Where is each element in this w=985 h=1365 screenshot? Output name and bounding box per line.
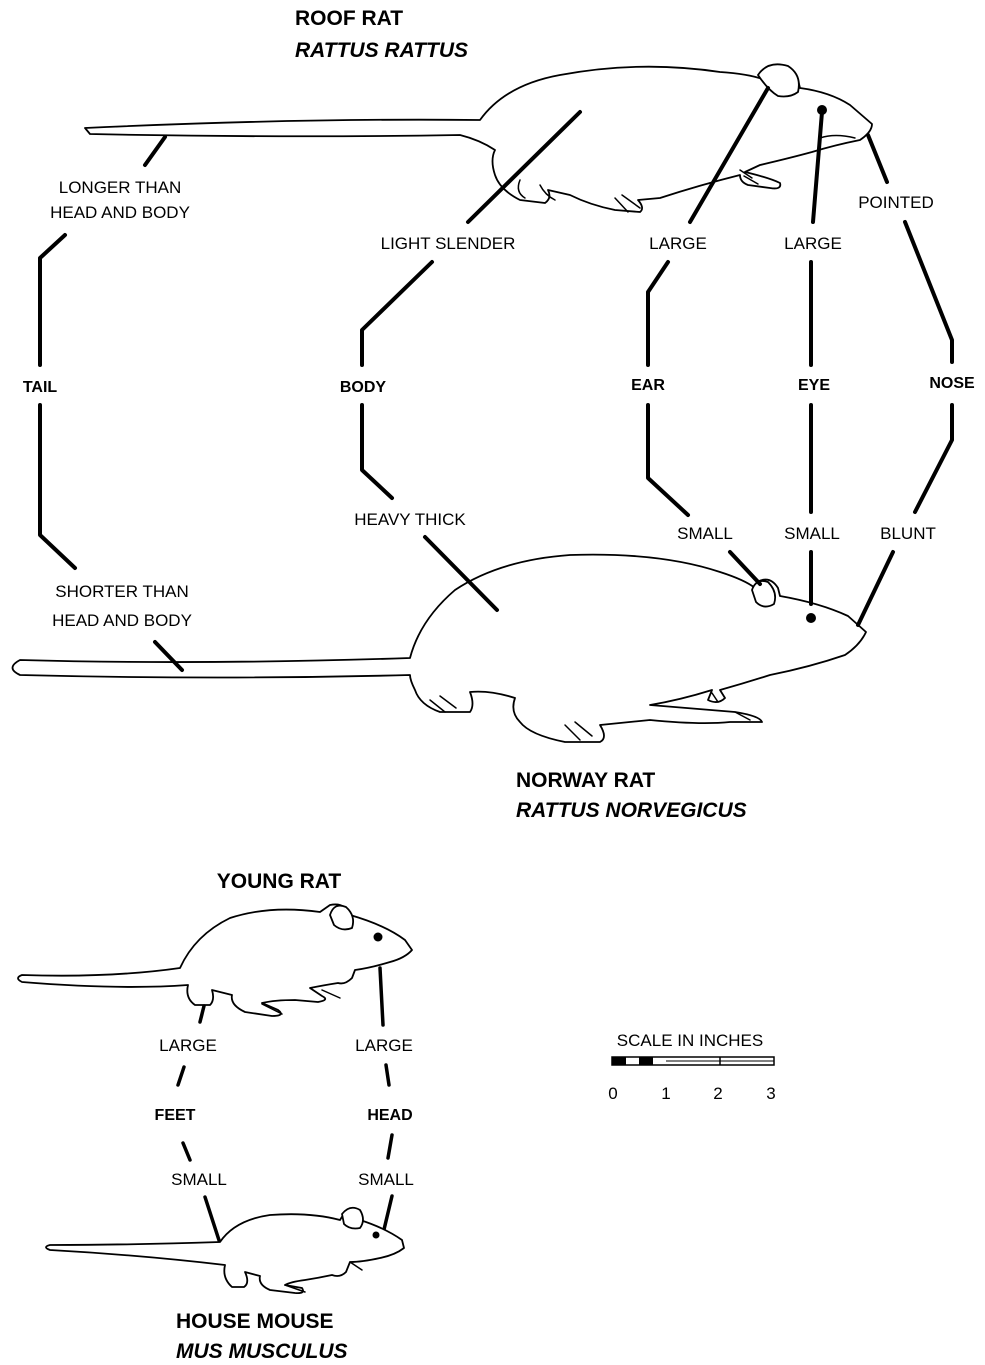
feet-lower-connector-line (181, 1141, 192, 1162)
ear-upper-connector-line (646, 260, 670, 367)
head-lower-connector-line (386, 1133, 394, 1160)
feet-upper-connector-line (176, 1065, 186, 1087)
nose-roof-leader-line (866, 133, 889, 184)
nose-lower-connector-line (913, 403, 954, 514)
ear-norway-label: SMALL (677, 524, 733, 543)
body-roof-label: LIGHT SLENDER (381, 234, 516, 253)
norway-rat-illustration (11, 553, 867, 743)
scale-segment-2 (639, 1057, 653, 1065)
nose-upper-connector-line (903, 220, 954, 364)
eye-trait-label: EYE (798, 377, 830, 394)
ear-trait-label: EAR (631, 377, 665, 394)
tail-norway-leader-line (153, 640, 184, 672)
tail-roof-label-line2: HEAD AND BODY (50, 203, 190, 222)
tail-roof-label-line1: LONGER THAN (59, 178, 182, 197)
ear-norway-leader-line (728, 550, 762, 586)
scale-label-0: 0 (608, 1084, 617, 1103)
scale-title: SCALE IN INCHES (617, 1031, 763, 1050)
roof-rat-name: ROOF RAT (295, 7, 403, 30)
roof-rat-scientific-name: RATTUS RATTUS (295, 39, 468, 62)
body-roof-leader-line (466, 110, 582, 224)
feet-trait-label: FEET (155, 1107, 196, 1124)
ear-lower-connector-line (646, 403, 690, 517)
scale-segment-1 (612, 1057, 626, 1065)
nose-trait-label: NOSE (929, 375, 975, 392)
nose-norway-label: BLUNT (880, 524, 936, 543)
head-upper-connector-line (384, 1063, 391, 1087)
house-mouse-illustration (45, 1206, 405, 1295)
body-trait-label: BODY (340, 379, 387, 396)
scale-label-3: 3 (766, 1084, 775, 1103)
nose-roof-label: POINTED (858, 193, 934, 212)
body-norway-leader-line (423, 535, 499, 612)
tail-upper-connector-line (38, 233, 67, 367)
head-young-label: LARGE (355, 1036, 413, 1055)
norway-rat-name: NORWAY RAT (516, 769, 655, 792)
tail-trait-label: TAIL (23, 379, 58, 396)
body-lower-connector-line (360, 403, 394, 500)
norway-rat-scientific-name: RATTUS NORVEGICUS (516, 799, 747, 822)
roof-rat-illustration (84, 63, 873, 213)
tail-norway-label-line1: SHORTER THAN (55, 582, 189, 601)
body-norway-label: HEAVY THICK (354, 510, 466, 529)
ear-roof-leader-line (688, 86, 770, 224)
tail-norway-label-line2: HEAD AND BODY (52, 611, 192, 630)
nose-norway-leader-line (856, 550, 895, 627)
scale-bar: SCALE IN INCHES 0 1 2 3 (608, 1031, 775, 1103)
house-mouse-scientific-name: MUS MUSCULUS (176, 1340, 348, 1363)
tail-roof-leader-line (143, 135, 167, 167)
young-rat-illustration (17, 903, 413, 1017)
scale-label-2: 2 (713, 1084, 722, 1103)
ear-roof-label: LARGE (649, 234, 707, 253)
body-upper-connector-line (360, 260, 434, 367)
feet-mouse-label: SMALL (171, 1170, 227, 1189)
head-mouse-label: SMALL (358, 1170, 414, 1189)
feet-young-leader-line (198, 1004, 206, 1024)
head-trait-label: HEAD (367, 1107, 412, 1124)
eye-roof-leader-line (811, 110, 824, 224)
eye-norway-label: SMALL (784, 524, 840, 543)
head-young-leader-line (378, 966, 385, 1027)
house-mouse-name: HOUSE MOUSE (176, 1310, 334, 1333)
young-rat-name: YOUNG RAT (217, 870, 342, 893)
feet-young-label: LARGE (159, 1036, 217, 1055)
tail-lower-connector-line (38, 403, 77, 570)
scale-label-1: 1 (661, 1084, 670, 1103)
eye-roof-label: LARGE (784, 234, 842, 253)
